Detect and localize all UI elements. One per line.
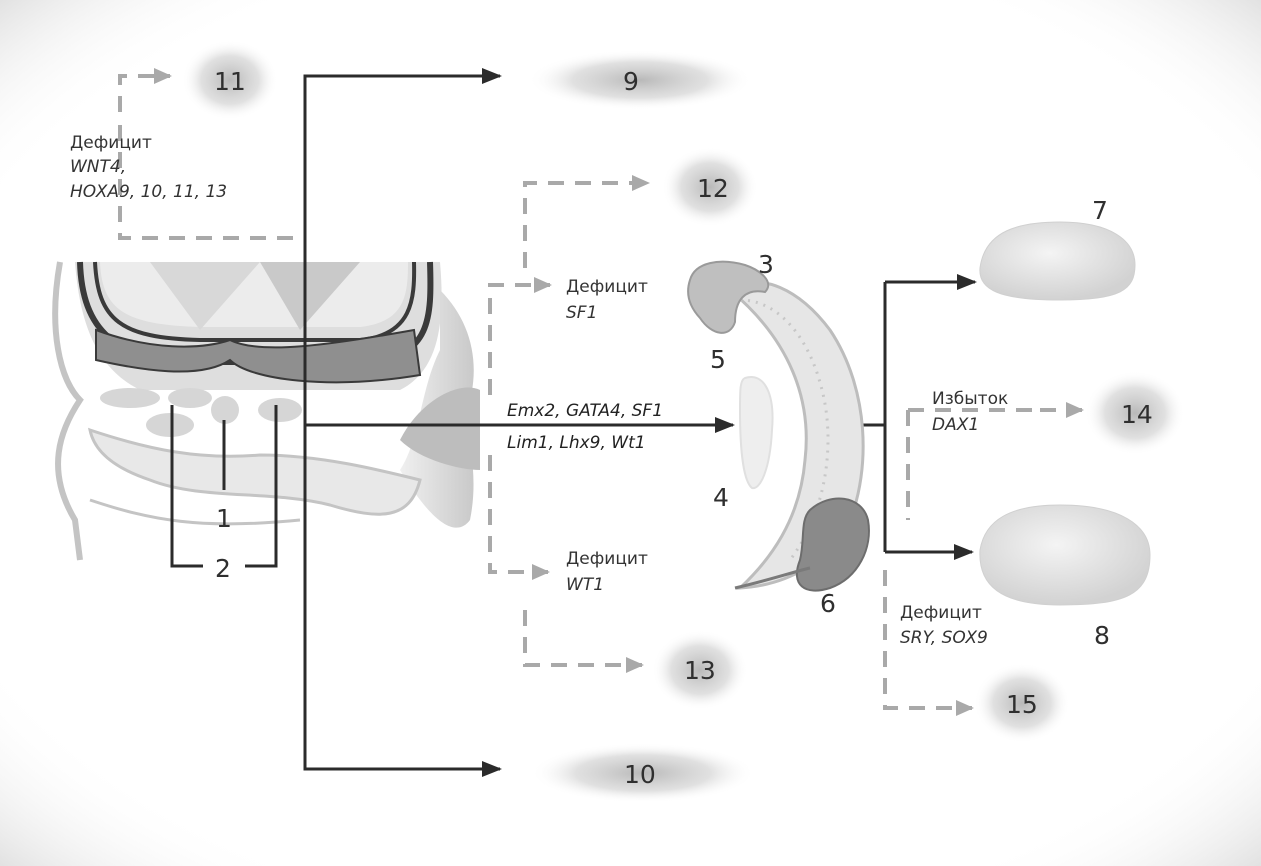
annotation-wt1-title: Дефицит — [566, 549, 648, 569]
label-1: 1 — [216, 504, 232, 533]
annotation-sry-title: Дефицит — [900, 603, 982, 623]
blob-9 — [528, 50, 752, 110]
label-6: 6 — [820, 589, 836, 618]
label-10: 10 — [624, 760, 656, 789]
label-8: 8 — [1094, 621, 1110, 650]
label-5: 5 — [710, 345, 726, 374]
label-12: 12 — [697, 174, 729, 203]
label-7: 7 — [1092, 196, 1108, 225]
annotation-sry-gene: SRY, SOX9 — [900, 628, 988, 648]
label-9: 9 — [623, 67, 639, 96]
label-4: 4 — [713, 483, 729, 512]
label-14: 14 — [1121, 400, 1153, 429]
testis-shape-8 — [980, 505, 1150, 605]
annotation-wt1-gene: WT1 — [566, 575, 604, 595]
annotation-dax1-title: Избыток — [932, 389, 1008, 409]
gene-list-line2: Lim1, Lhx9, Wt1 — [507, 433, 646, 453]
ovary-shape-7 — [980, 222, 1135, 300]
label-3: 3 — [758, 250, 774, 279]
label-2: 2 — [215, 554, 231, 583]
label-13: 13 — [684, 656, 716, 685]
annotation-sf1-title: Дефицит — [566, 277, 648, 297]
annotation-sf1-gene: SF1 — [566, 303, 597, 323]
label-15: 15 — [1006, 690, 1038, 719]
gene-list-line1: Emx2, GATA4, SF1 — [507, 401, 663, 421]
annotation-wnt-line1: WNT4, — [70, 157, 126, 177]
annotation-wnt-title: Дефицит — [70, 133, 152, 153]
annotation-dax1-gene: DAX1 — [932, 415, 979, 435]
label-11: 11 — [214, 67, 246, 96]
annotation-wnt-line2: HOXA9, 10, 11, 13 — [70, 182, 227, 202]
